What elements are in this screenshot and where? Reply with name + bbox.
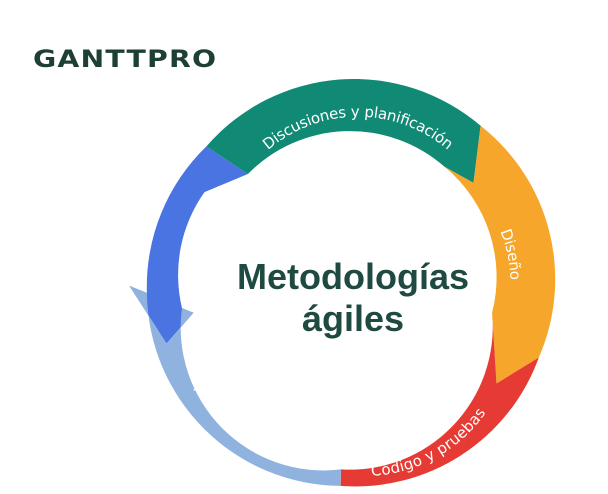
segment-codigo-pruebas bbox=[340, 312, 539, 487]
center-title-line-1: Metodologías bbox=[237, 256, 469, 297]
segment-implementacion bbox=[129, 285, 341, 486]
segment-diseno bbox=[444, 125, 556, 384]
center-title-line-2: ágiles bbox=[302, 298, 404, 339]
ganttpro-logo: GANTTPRO bbox=[33, 45, 218, 73]
segment-comentarios bbox=[129, 146, 248, 344]
segment-discusiones bbox=[206, 78, 481, 183]
